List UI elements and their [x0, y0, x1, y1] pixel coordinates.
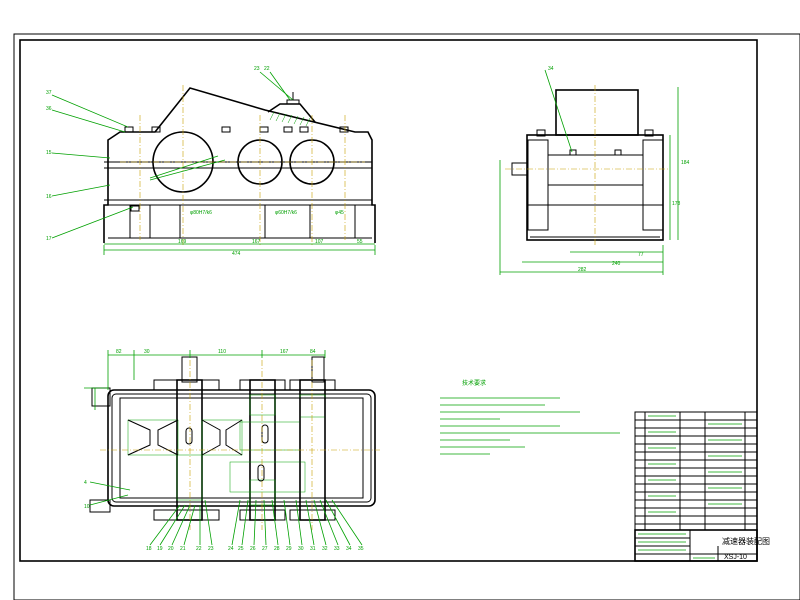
technical-notes: 技术要求 — [440, 379, 620, 455]
sheet-frame — [13, 33, 800, 600]
dimension-label: 178 — [672, 201, 681, 207]
spec-label: φ45 — [335, 210, 344, 216]
part-label: 34 — [548, 66, 554, 72]
dimension-label: 110 — [218, 349, 226, 355]
dimension-label: 77 — [638, 252, 644, 258]
dimension-label: 240 — [612, 261, 621, 267]
part-label: 4 — [84, 480, 87, 486]
part-label: 26 — [250, 546, 256, 552]
dimension-label: 84 — [310, 349, 316, 355]
title-block: 减速器装配图 XSJ-10 — [634, 529, 770, 562]
dimension-label: 55 — [357, 239, 363, 245]
dimension-label: 30 — [144, 349, 150, 355]
dimension-label: 184 — [681, 160, 690, 166]
part-label: 19 — [157, 546, 163, 552]
part-label: 23 — [208, 546, 214, 552]
dimension-label: 282 — [578, 267, 587, 273]
part-label: 25 — [238, 546, 244, 552]
part-label: 30 — [298, 546, 304, 552]
part-label: 28 — [274, 546, 280, 552]
dimension-label: 169 — [178, 239, 187, 245]
drawing-code: XSJ-10 — [724, 554, 747, 561]
part-label: 35 — [358, 546, 364, 552]
part-label: 20 — [168, 546, 174, 552]
plan-view-labels: 82 30 110 167 84 4 10 18 19 20 21 22 23 … — [84, 349, 364, 552]
part-label: 21 — [180, 546, 186, 552]
part-label: 22 — [196, 546, 202, 552]
side-view-labels: 34 184 178 77 240 282 — [548, 66, 690, 273]
part-label: 23 — [254, 66, 260, 72]
dimension-label: 82 — [116, 349, 122, 355]
part-label: 18 — [146, 546, 152, 552]
part-label: 17 — [46, 236, 52, 242]
spec-label: φ60H7/k6 — [275, 210, 297, 216]
part-label: 34 — [346, 546, 352, 552]
bottom-part-labels: 18 19 20 21 22 23 24 25 26 27 28 29 30 3… — [146, 546, 364, 552]
part-label: 29 — [286, 546, 292, 552]
part-label: 10 — [84, 504, 90, 510]
part-label: 16 — [46, 194, 52, 200]
dimension-label: 107 — [315, 239, 324, 245]
dimension-label: 167 — [280, 349, 289, 355]
front-view — [51, 71, 376, 255]
part-label: 27 — [262, 546, 268, 552]
part-label: 36 — [46, 106, 52, 112]
part-label: 22 — [264, 66, 270, 72]
part-label: 33 — [334, 546, 340, 552]
plan-view — [84, 350, 380, 546]
notes-heading: 技术要求 — [462, 379, 486, 387]
dimension-label: 167 — [252, 239, 261, 245]
part-label: 37 — [46, 90, 52, 96]
front-view-labels: 37 36 15 16 17 23 22 φ80H7/k6 φ60H7/k6 φ… — [46, 66, 363, 257]
side-view — [499, 69, 679, 275]
spec-label: φ80H7/k6 — [190, 210, 212, 216]
dimension-label: 474 — [232, 251, 241, 257]
part-label: 31 — [310, 546, 316, 552]
part-label: 32 — [322, 546, 328, 552]
part-label: 24 — [228, 546, 234, 552]
parts-list — [634, 411, 758, 531]
part-label: 15 — [46, 150, 52, 156]
drawing-title: 减速器装配图 — [722, 536, 770, 546]
